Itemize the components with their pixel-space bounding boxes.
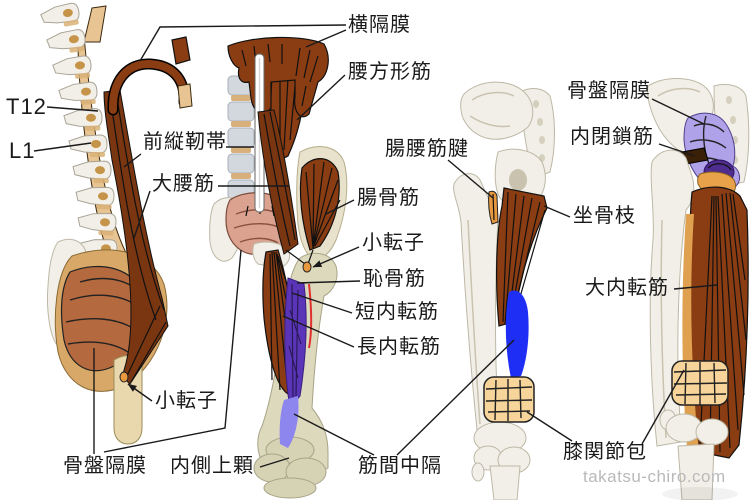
label-quadratus-lumborum: 腰方形筋 [348,61,432,83]
knee-photo-medial [695,418,729,446]
leader-adductor-magnus [673,284,718,290]
leader-obturator-internus [658,143,696,157]
leader-intermuscular-septum-left [293,413,375,456]
label-anterior-longitudinal-ligament: 前縦靭帯 [143,131,227,153]
leader-adductor-longus [282,315,355,348]
leader-diaphragm-right [305,29,347,48]
leader-pelvic-diaphragm-right [651,98,705,125]
leader-iliacus [325,199,355,215]
leader-quadratus-lumborum [296,74,346,121]
leader-all-left [123,153,142,168]
label-psoas-major: 大腰筋 [152,173,215,195]
diaphragm-strip [171,36,191,65]
leader-pelvic-diaphragm-bottom-right [103,249,242,453]
label-intermuscular-septum: 筋間中隔 [358,455,442,477]
ligament-top-strip [83,5,107,43]
tibia-photo-front [489,465,521,500]
diaphragm-crus-arch [108,60,188,114]
tibia-photo-medial [677,443,715,500]
psoas-major-frontal [257,109,299,255]
lesser-trochanter-marker [119,371,129,383]
label-diaphragm: 横隔膜 [348,14,411,36]
leader-intermuscular-septum-right [396,339,515,456]
label-t12: T12 [6,94,47,119]
leader-knee-capsule-right [641,369,685,445]
figure-frontal-iliopsoas [209,36,348,499]
label-adductor-magnus: 大内転筋 [585,277,669,299]
iliacus-frontal [299,158,340,251]
label-lesser-trochanter-mid: 小転子 [362,232,425,254]
leader-knee-capsule-left [526,411,573,442]
label-pelvic-diaphragm-right: 骨盤隔膜 [567,80,651,102]
label-adductor-longus: 長内転筋 [357,336,441,358]
knee-condyles [263,477,317,499]
label-medial-epicondyle: 内側上顆 [170,455,254,477]
watermark: takatsu-chiro.com [583,467,726,486]
label-lesser-trochanter-bottom: 小転子 [155,390,218,412]
septum-red-line [308,283,313,349]
diaphragm-frontal [227,36,329,118]
blue-fascia-photo [505,290,529,378]
label-ischial-ramus: 坐骨枝 [573,205,636,227]
label-l1: L1 [9,138,36,163]
figure-lateral-spine-psoas [39,1,193,445]
label-iliacus: 腸骨筋 [357,187,420,209]
leader-ischial-ramus [543,205,571,218]
label-knee-joint-capsule: 膝関節包 [563,441,647,463]
leader-l1 [33,142,92,152]
vertebral-column-lateral [39,1,119,263]
label-pectineus: 恥骨筋 [363,268,426,290]
label-adductor-brevis: 短内転筋 [355,301,439,323]
ilium-photo [460,81,534,140]
lesser-trochanter-frontal [302,261,312,273]
leader-lesser-trochanter-mid [312,246,360,268]
leader-adductor-brevis [291,292,353,314]
leader-iliopsoas-tendon [447,159,494,199]
leader-lines [33,24,718,468]
leader-t12 [46,106,99,112]
obturator-foramen [509,169,527,191]
leader-diaphragm-left [139,24,347,62]
label-iliopsoas-tendon: 腸腰筋腱 [385,138,469,160]
leader-medial-epicondyle [259,457,290,468]
fascia-blue-strip [279,396,299,448]
figure-photo-medial [647,78,750,500]
label-pelvic-diaphragm-bottom: 骨盤隔膜 [63,455,147,477]
label-obturator-internus: 内閉鎖筋 [570,126,654,148]
leader-pectineus [296,280,361,284]
leader-lesser-trochanter-bottom [127,383,153,402]
leader-psoas-left [133,190,151,239]
